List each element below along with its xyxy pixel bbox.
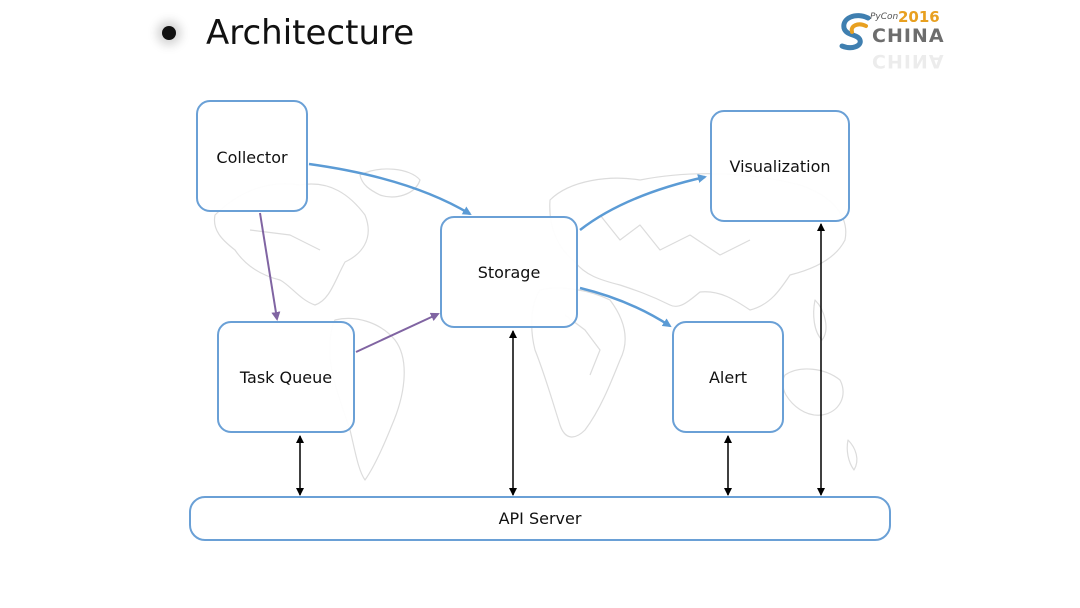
task-queue-box: Task Queue — [217, 321, 355, 433]
collector-label: Collector — [216, 148, 288, 167]
snake-logo-icon — [839, 13, 871, 51]
storage-box: Storage — [440, 216, 578, 328]
storage-label: Storage — [477, 262, 541, 282]
logo-wordmark: CHINA — [872, 25, 945, 47]
logo-year: 2016 — [898, 8, 940, 26]
bullet-icon — [162, 26, 176, 40]
api-server-label: API Server — [498, 509, 582, 528]
alert-box: Alert — [672, 321, 784, 433]
arrow-storage-to-alert — [579, 286, 672, 328]
visualization-label: Visualization — [729, 156, 831, 176]
pycon-china-logo: PyCon 2016 CHINA CHINA — [838, 6, 945, 78]
alert-label: Alert — [708, 367, 748, 387]
collector-box: Collector — [196, 100, 308, 212]
arrow-collector-to-storage — [308, 162, 472, 216]
visualization-box: Visualization — [710, 110, 850, 222]
api-server-box: API Server — [189, 496, 891, 541]
slide-title: Architecture — [206, 13, 415, 53]
arrow-collector-to-task-queue — [259, 212, 281, 321]
arrow-storage-to-visualization — [579, 174, 707, 231]
logo-pycon-text: PyCon — [870, 12, 899, 22]
task-queue-label: Task Queue — [239, 367, 333, 387]
arrow-task-queue-to-storage — [355, 312, 440, 353]
